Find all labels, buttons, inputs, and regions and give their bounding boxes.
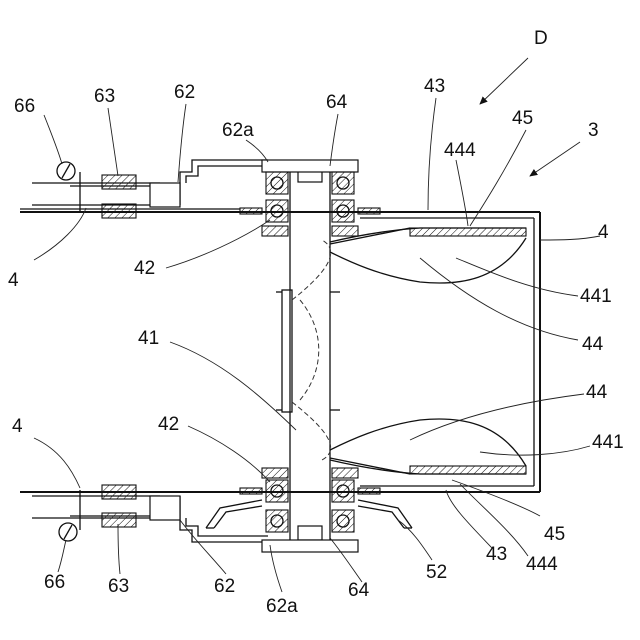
label-45-top: 45 (512, 108, 533, 129)
label-4-left-top: 4 (8, 270, 19, 291)
label-4-left-bottom: 4 (12, 416, 23, 437)
left-tube-upper (20, 160, 268, 218)
shaft (290, 168, 330, 540)
label-42-top: 42 (134, 258, 155, 279)
upper-bearing-assembly (240, 160, 380, 236)
label-64-top: 64 (326, 92, 348, 113)
label-D: D (534, 28, 548, 49)
lower-bearing-assembly (240, 468, 380, 552)
label-45-bottom: 45 (544, 524, 565, 545)
label-44-bottom: 44 (586, 382, 608, 403)
label-41: 41 (138, 328, 159, 349)
label-44-top: 44 (582, 334, 604, 355)
left-tube-lower (20, 485, 268, 542)
label-62a-bottom: 62a (266, 596, 298, 617)
label-66-bottom: 66 (44, 572, 65, 593)
label-444-bottom: 444 (526, 554, 558, 575)
label-63-bottom: 63 (108, 576, 129, 597)
label-43-top: 43 (424, 76, 445, 97)
label-64-bottom: 64 (348, 580, 370, 601)
label-42-bottom: 42 (158, 414, 179, 435)
label-62a-top: 62a (222, 120, 254, 141)
label-66-top: 66 (14, 96, 35, 117)
pulley (206, 500, 412, 528)
label-43-bottom: 43 (486, 544, 507, 565)
label-444-top: 444 (444, 140, 476, 161)
label-441-top: 441 (580, 286, 612, 307)
label-52: 52 (426, 562, 447, 583)
label-62-top: 62 (174, 82, 195, 103)
label-441-bottom: 441 (592, 432, 624, 453)
label-62-bottom: 62 (214, 576, 235, 597)
label-4-right: 4 (598, 222, 609, 243)
label-63-top: 63 (94, 86, 115, 107)
label-3: 3 (588, 120, 599, 141)
lower-blade (330, 419, 526, 474)
housing (20, 212, 540, 492)
